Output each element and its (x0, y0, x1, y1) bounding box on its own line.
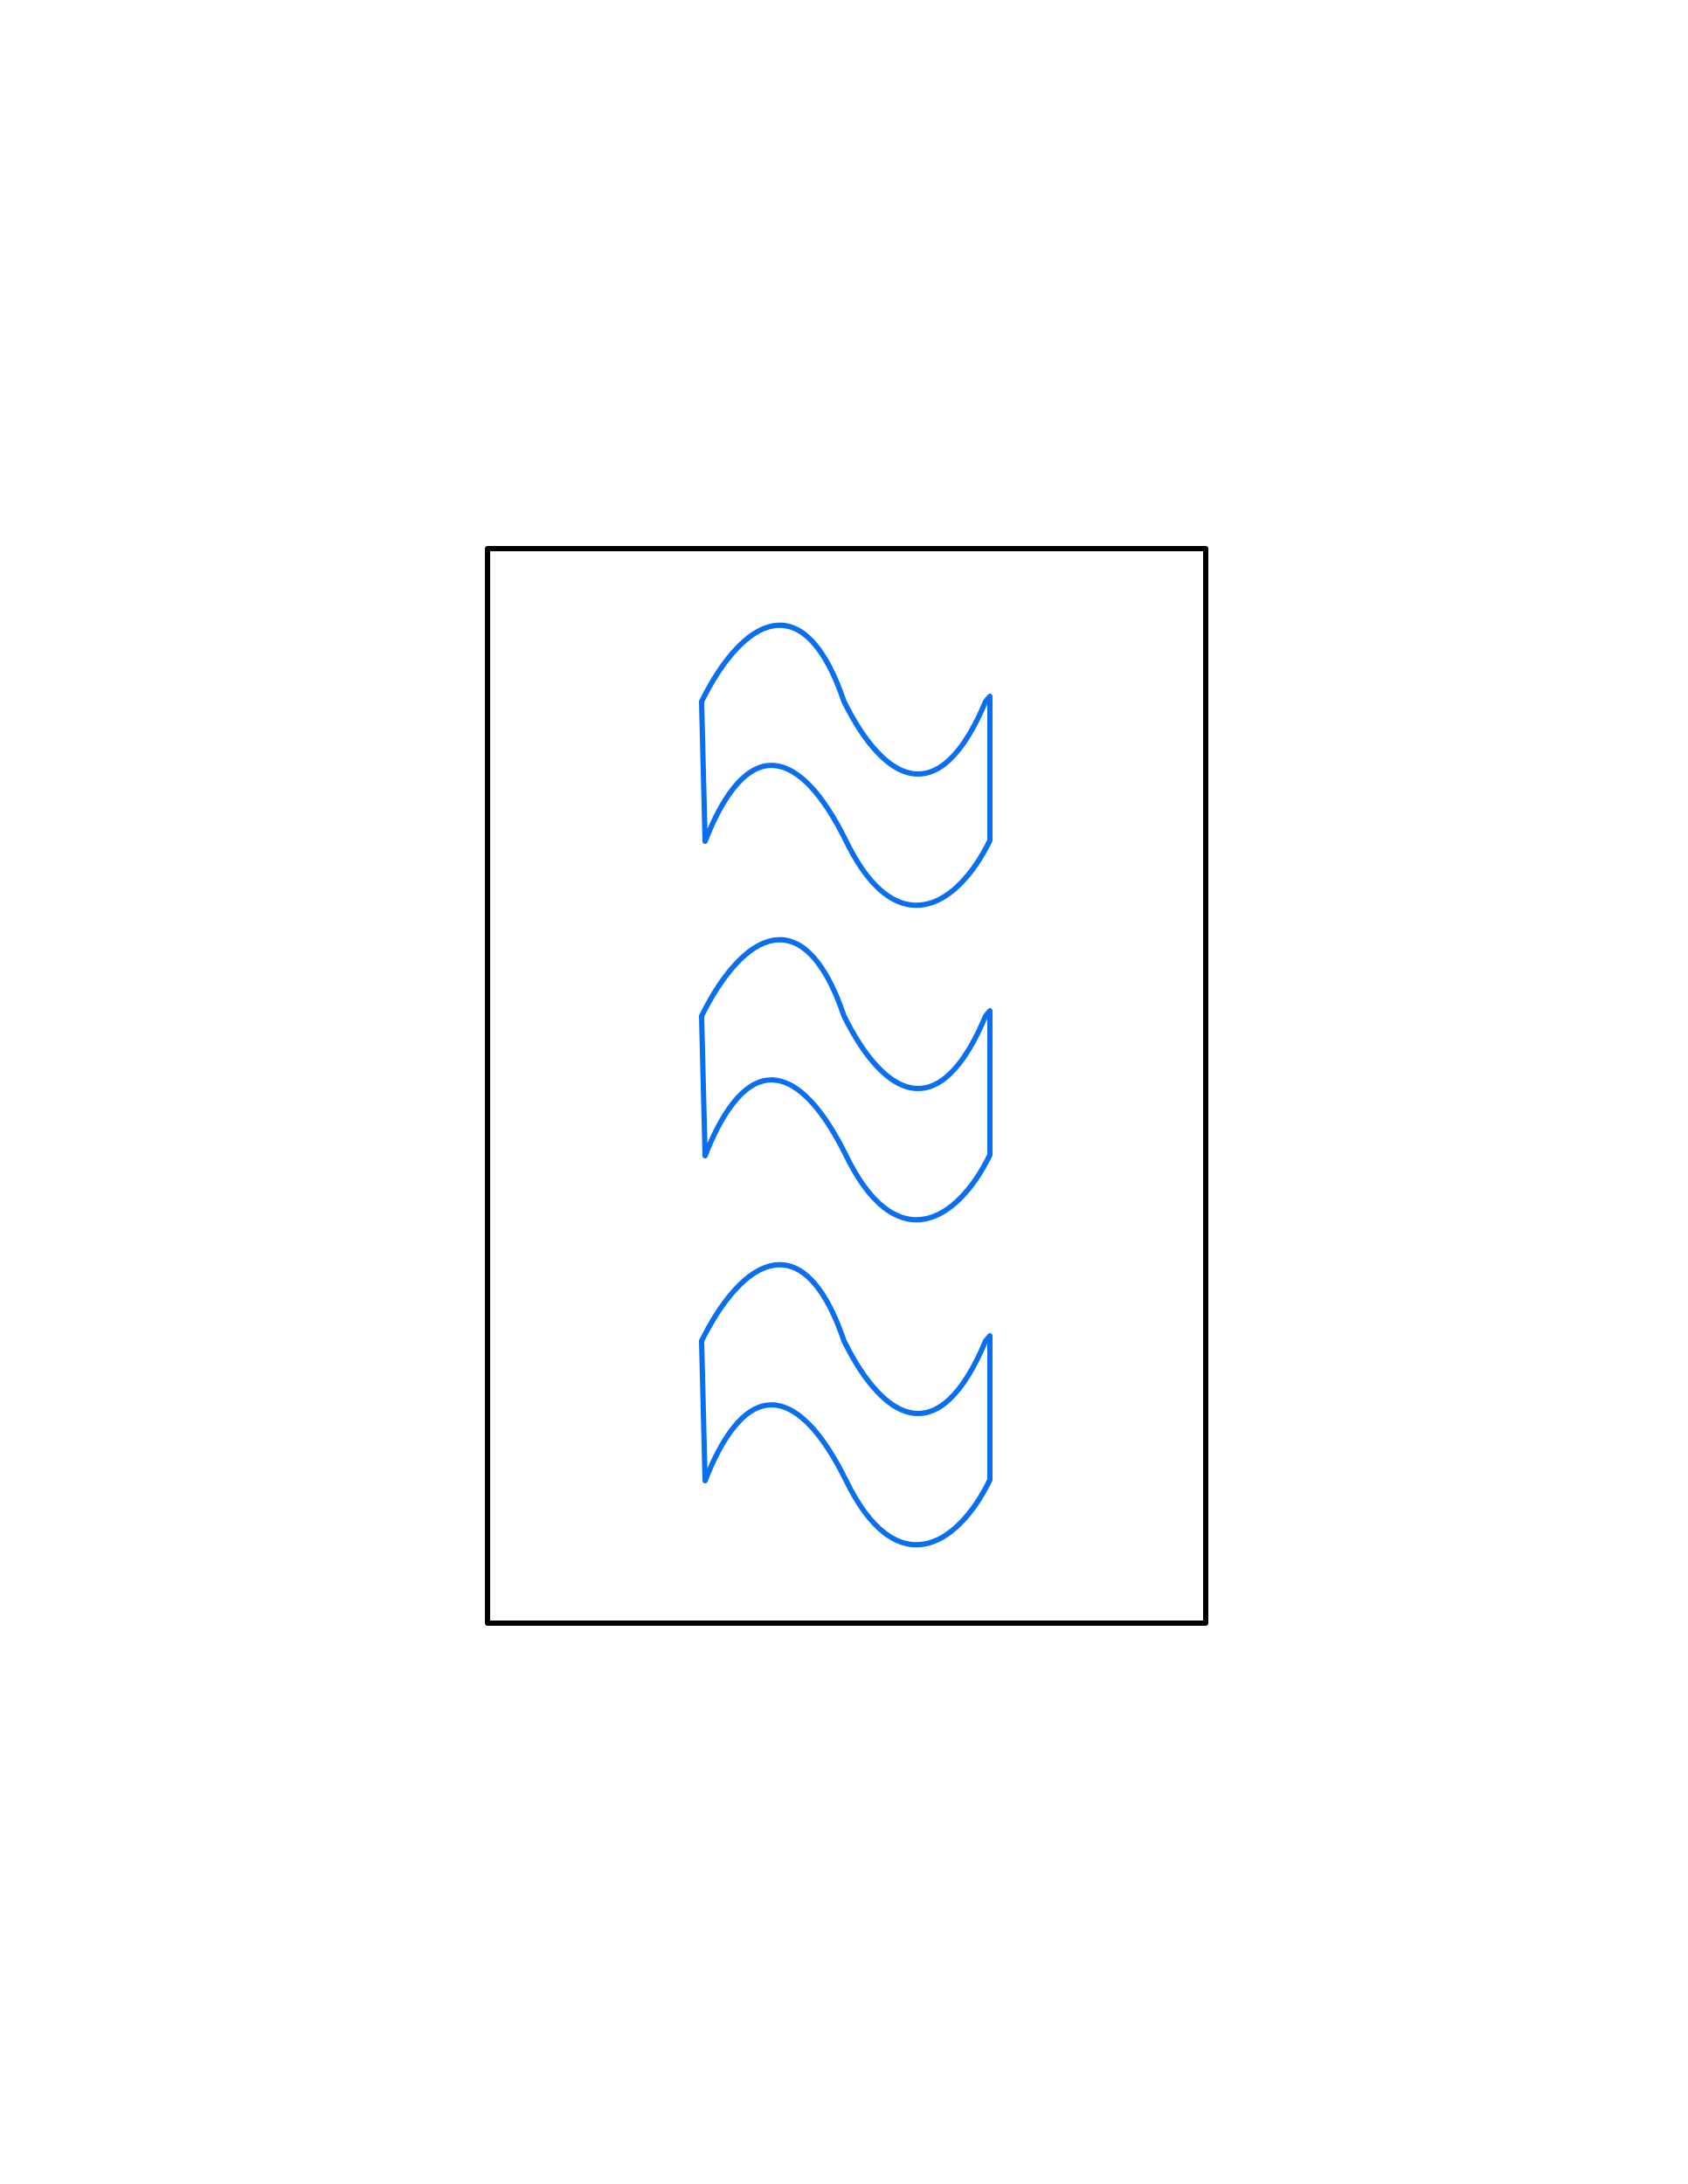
wave-band-2 (699, 936, 993, 1223)
wave-band-3-outline (699, 1261, 993, 1548)
wave-band-1 (699, 622, 993, 909)
wave-band-3 (699, 1261, 993, 1548)
wave-band-1-outline (699, 622, 993, 909)
wave-band-2-outline (699, 936, 993, 1223)
frame-rectangle (485, 546, 1208, 1626)
